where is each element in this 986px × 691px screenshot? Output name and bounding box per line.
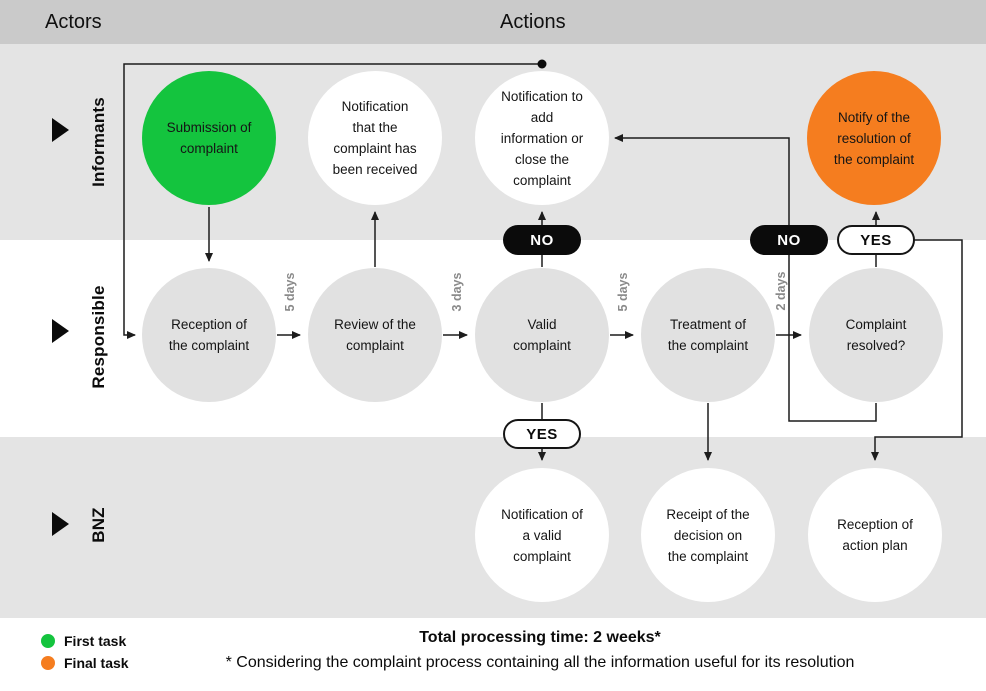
- footnote-text: * Considering the complaint process cont…: [225, 654, 855, 671]
- header-bar: Actors Actions: [0, 0, 986, 44]
- decision-pill-resolved-no: NO: [750, 225, 828, 255]
- node-review-of-complaint: Review of the complaint: [308, 268, 442, 402]
- node-notification-valid-complaint: Notification of a valid complaint: [475, 468, 609, 602]
- legend-row-final-task: Final task: [41, 652, 129, 674]
- node-notification-received: Notification that the complaint has been…: [308, 71, 442, 205]
- duration-valid-treatment: 5 days: [616, 272, 630, 312]
- lane-pointer-triangle-icon: [52, 118, 69, 142]
- node-submission-of-complaint: Submission of complaint: [142, 71, 276, 205]
- legend-label-final-task: Final task: [64, 655, 129, 671]
- edge-resolved-yes-to-action-plan: [871, 239, 963, 461]
- decision-pill-valid-yes: YES: [503, 419, 581, 449]
- actors-column-header: Actors: [45, 11, 102, 33]
- duration-review-valid: 3 days: [450, 272, 464, 312]
- node-valid-complaint: Valid complaint: [475, 268, 609, 402]
- total-processing-time-text: Total processing time: 2 weeks*: [419, 629, 661, 646]
- legend: First task Final task: [41, 630, 129, 674]
- node-notify-resolution: Notify of the resolution of the complain…: [807, 71, 941, 205]
- node-reception-of-complaint: Reception of the complaint: [142, 268, 276, 402]
- edge-notif-add-back-to-reception: [123, 63, 542, 339]
- edge-start-dot: [537, 59, 547, 69]
- final-task-dot-icon: [41, 656, 55, 670]
- node-treatment-of-complaint: Treatment of the complaint: [641, 268, 775, 402]
- first-task-dot-icon: [41, 634, 55, 648]
- node-receipt-of-decision: Receipt of the decision on the complaint: [641, 468, 775, 602]
- node-notification-add-info: Notification to add information or close…: [475, 71, 609, 205]
- lane-pointer-triangle-icon: [52, 512, 69, 536]
- legend-row-first-task: First task: [41, 630, 129, 652]
- duration-reception-review: 5 days: [283, 272, 297, 312]
- duration-treatment-resolved: 2 days: [774, 271, 788, 311]
- legend-label-first-task: First task: [64, 633, 127, 649]
- actions-column-header: Actions: [500, 11, 566, 33]
- node-complaint-resolved: Complaint resolved?: [809, 268, 943, 402]
- decision-pill-resolved-yes: YES: [837, 225, 915, 255]
- decision-pill-valid-no: NO: [503, 225, 581, 255]
- node-reception-action-plan: Reception of action plan: [808, 468, 942, 602]
- lane-pointer-triangle-icon: [52, 319, 69, 343]
- edge-resolved-no-to-notif-add: [614, 134, 877, 422]
